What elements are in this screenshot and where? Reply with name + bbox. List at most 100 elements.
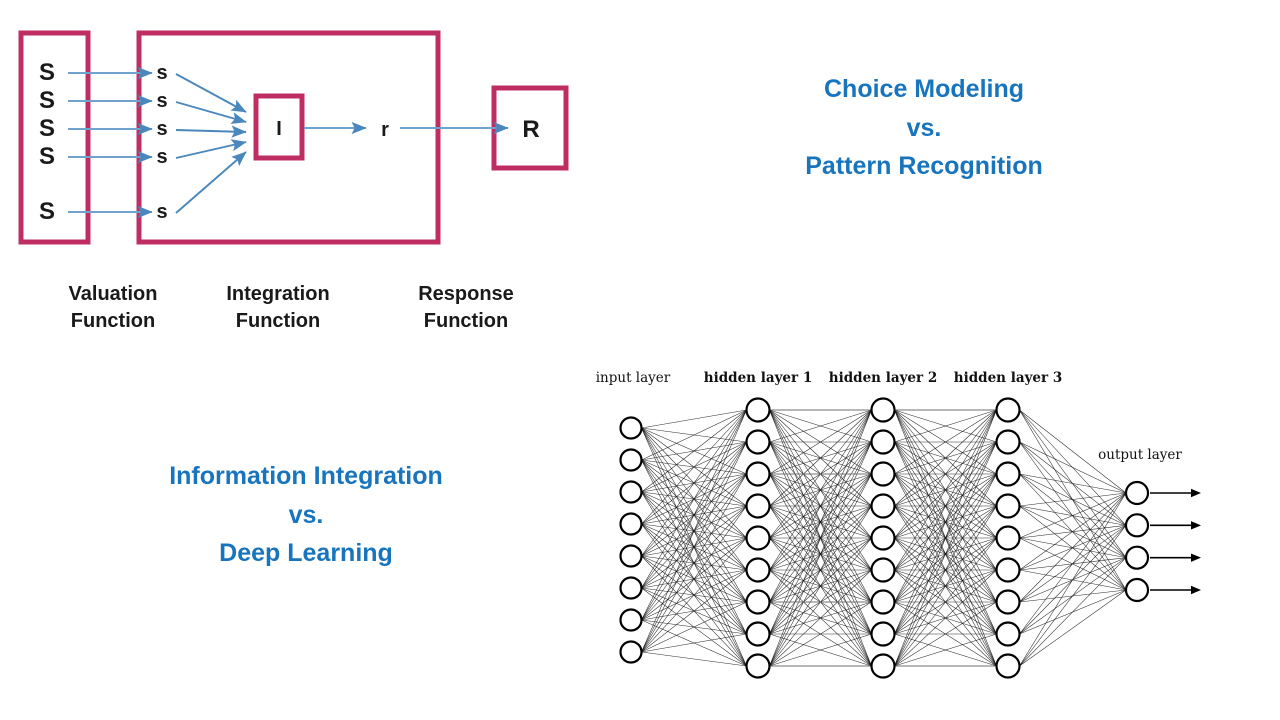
nn-edge (894, 409, 997, 507)
nn-node-hidden3-1 (995, 429, 1021, 455)
nn-edge (894, 569, 997, 667)
nn-edge (769, 505, 872, 667)
integration-arrow-2 (175, 125, 247, 138)
nn-edge (894, 409, 997, 475)
nn-output-arrow-3 (1150, 585, 1201, 595)
nn-node-hidden2-5 (870, 557, 896, 583)
integration-arrow-4 (175, 151, 247, 214)
nn-edge (894, 409, 997, 667)
nn-edge (769, 409, 872, 571)
subjective-value-3: s (156, 146, 167, 168)
nn-edge (1019, 492, 1127, 667)
integration-node-label: I (276, 118, 282, 140)
nn-edge (641, 537, 747, 653)
valuation-input-2: S (39, 115, 55, 142)
nn-node-hidden2-2 (870, 461, 896, 487)
nn-edge (1019, 557, 1127, 667)
nn-node-hidden3-5 (995, 557, 1021, 583)
nn-edge (894, 601, 997, 667)
nn-node-hidden1-1 (745, 429, 771, 455)
response-value-label: r (381, 119, 389, 141)
nn-edge (1019, 492, 1127, 571)
nn-edge (769, 633, 872, 667)
nn-edge (894, 409, 997, 443)
caption-integration-function: Integration Function (226, 283, 330, 332)
valuation-input-1: S (39, 87, 55, 114)
nn-edge (769, 441, 872, 667)
nn-edge (894, 441, 997, 667)
integration-node-box (253, 93, 305, 161)
nn-output-arrow-0 (1150, 488, 1201, 498)
nn-node-input-2 (619, 480, 643, 504)
nn-edge (641, 409, 747, 589)
nn-node-hidden2-7 (870, 621, 896, 647)
nn-label-input-layer: input layer (596, 370, 671, 386)
nn-edge (641, 441, 747, 653)
nn-edge (1019, 492, 1127, 635)
nn-node-hidden2-4 (870, 525, 896, 551)
nn-edge (894, 505, 997, 667)
nn-edge (894, 633, 997, 667)
nn-edge (641, 633, 747, 653)
nn-node-hidden1-3 (745, 493, 771, 519)
nn-node-output-0 (1124, 480, 1150, 506)
nn-node-input-7 (619, 640, 643, 664)
nn-node-hidden3-3 (995, 493, 1021, 519)
caption-response-function: Response Function (418, 283, 514, 332)
response-node-label: R (522, 116, 539, 143)
nn-edge (1019, 589, 1127, 667)
caption-valuation-function: Valuation Function (68, 283, 158, 332)
nn-node-hidden2-8 (870, 653, 896, 679)
nn-edge (641, 409, 747, 429)
information-integration-diagram: S S S S S s s s s s I r R (0, 0, 600, 345)
nn-node-output-2 (1124, 545, 1150, 570)
nn-edge (1019, 525, 1127, 667)
nn-output-arrow-2 (1150, 553, 1201, 562)
nn-edge (641, 409, 747, 653)
nn-node-hidden3-8 (995, 653, 1021, 679)
nn-edge (894, 409, 997, 571)
nn-node-hidden2-0 (870, 397, 896, 423)
nn-node-hidden1-7 (745, 621, 771, 647)
nn-edge (769, 569, 872, 667)
nn-edge (894, 409, 997, 635)
nn-node-hidden1-4 (745, 525, 771, 551)
nn-edge (1019, 492, 1127, 539)
valuation-input-4: S (39, 198, 55, 225)
nn-edge (894, 537, 997, 667)
nn-node-hidden2-3 (870, 493, 896, 519)
valuation-input-0: S (39, 59, 55, 86)
heading-choice-modeling-vs-pattern-recognition: Choice Modeling vs. Pattern Recognition (805, 75, 1043, 180)
nn-node-input-0 (619, 416, 643, 440)
valuation-input-3: S (39, 143, 55, 170)
nn-node-hidden1-8 (745, 653, 771, 679)
nn-node-hidden2-1 (870, 429, 896, 455)
integration-arrow-3 (175, 139, 247, 159)
nn-label-hidden-layer-2: hidden layer 2 (829, 370, 937, 386)
nn-output-arrow-1 (1150, 521, 1201, 530)
nn-node-hidden2-6 (870, 589, 896, 615)
nn-node-output-1 (1124, 513, 1150, 538)
nn-node-input-4 (619, 544, 643, 568)
nn-node-hidden1-2 (745, 461, 771, 487)
nn-edge (769, 409, 872, 443)
valuation-box (18, 30, 91, 245)
nn-node-hidden3-0 (995, 397, 1021, 423)
nn-edge (894, 409, 997, 539)
nn-edge (641, 505, 747, 653)
nn-edge (769, 409, 872, 603)
nn-node-input-5 (619, 576, 643, 600)
nn-node-hidden3-4 (995, 525, 1021, 551)
nn-edge (641, 409, 747, 525)
nn-edge (641, 409, 747, 621)
nn-label-hidden-layer-3: hidden layer 3 (954, 370, 1062, 386)
nn-edge (769, 601, 872, 667)
nn-node-input-3 (619, 512, 643, 536)
nn-node-hidden3-2 (995, 461, 1021, 487)
integration-arrow-1 (175, 101, 247, 124)
deep-neural-network-figure: input layer hidden layer 1 hidden layer … (575, 360, 1215, 680)
nn-edge (769, 409, 872, 507)
nn-edge (769, 409, 872, 475)
nn-label-output-layer: output layer (1098, 447, 1182, 463)
heading-information-integration-vs-deep-learning: Information Integration vs. Deep Learnin… (169, 462, 443, 567)
